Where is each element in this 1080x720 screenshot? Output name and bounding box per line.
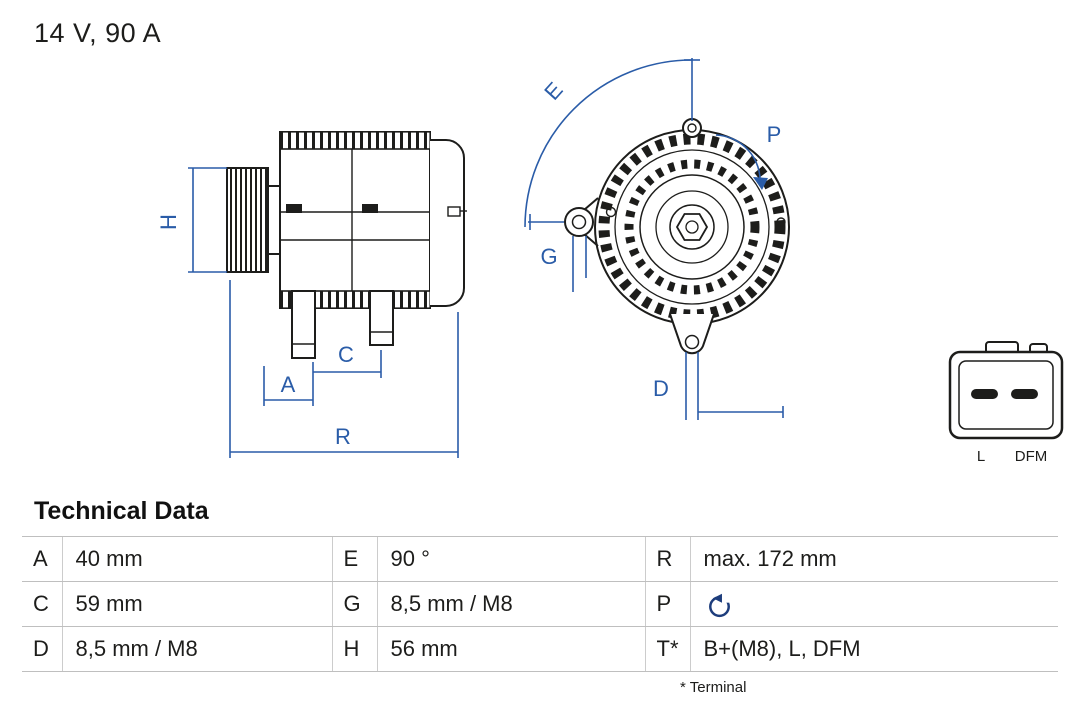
housing-lug [362,204,378,213]
technical-data-heading: Technical Data [34,497,209,525]
side-view-drawing [226,131,467,359]
alternator-technical-drawing: H A C R [156,58,1064,465]
front-view-dimension-lines [524,58,784,420]
spec-key-t: T* [644,626,690,672]
inner-vent-slots [624,159,760,295]
connector-inner-frame [958,360,1054,430]
connector-drawing [948,341,1064,440]
mounting-foot-rear [369,290,394,346]
table-row: D 8,5 mm / M8 H 56 mm T* B+(M8), L, DFM [22,626,1058,672]
spec-value-d: 8,5 mm / M8 [61,626,332,672]
spec-value-e: 90 ° [376,536,645,582]
connector-label-l: L [977,448,985,465]
dimension-label-h: H [156,214,181,230]
top-cooling-fins [279,131,431,150]
spec-key-e: E [331,536,377,582]
alternator-body [279,131,431,309]
spec-value-a: 40 mm [61,536,332,582]
connector-label-dfm: DFM [1015,448,1048,465]
spec-key-d: D [22,626,62,672]
spec-value-c: 59 mm [61,581,332,627]
front-view-drawing [564,118,790,355]
table-row: C 59 mm G 8,5 mm / M8 P [22,581,1058,627]
top-mounting-ear [682,118,702,138]
side-view-dimension-lines [188,167,459,458]
dimension-label-r: R [335,424,351,449]
connector-pin-dfm [1011,389,1038,399]
spec-value-g: 8,5 mm / M8 [376,581,645,627]
housing-lug [286,204,302,213]
bottom-mounting-foot [669,313,715,355]
dimension-label-e: E [539,77,567,105]
spec-key-g: G [331,581,377,627]
dimension-label-p: P [767,122,782,147]
spec-key-h: H [331,626,377,672]
connector-housing [948,350,1064,440]
spec-value-r: max. 172 mm [689,536,1058,582]
table-row: A 40 mm E 90 ° R max. 172 mm [22,536,1058,582]
technical-data-table: A 40 mm E 90 ° R max. 172 mm C 59 mm G 8… [22,536,1058,672]
mounting-foot-front [291,290,316,359]
dimension-label-g: G [540,244,557,269]
connector-pin-l [971,389,998,399]
product-spec-title: 14 V, 90 A [34,18,162,48]
outer-vent-slots [598,133,786,321]
spec-key-p: P [644,581,690,627]
spec-value-t: B+(M8), L, DFM [689,626,1058,672]
spec-value-p [689,581,1058,627]
pulley [226,167,269,273]
dimension-label-a: A [281,372,296,397]
spec-key-a: A [22,536,62,582]
left-mounting-lug [564,207,594,237]
spec-value-h: 56 mm [376,626,645,672]
dimension-label-c: C [338,342,354,367]
spec-key-c: C [22,581,62,627]
shaft-step [267,185,281,255]
terminal-footnote: * Terminal [680,679,747,696]
rear-end-cap [430,139,465,307]
spec-key-r: R [644,536,690,582]
technical-data-section: Technical Data A 40 mm E 90 ° R max. 172… [0,497,1080,696]
shaft-nut [675,213,709,241]
ccw-rotation-icon [708,593,730,617]
terminal-stub [447,206,461,217]
dimension-label-d: D [653,376,669,401]
